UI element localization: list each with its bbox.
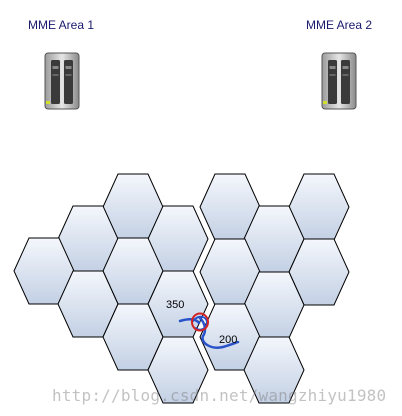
mme-area-2-label: MME Area 2 [306,18,373,32]
mme-server-1-icon [44,52,80,110]
watermark-text: http://blog.csdn.net/wangzhiyu1980 [52,386,387,405]
handover-value-right: 200 [219,334,238,346]
hex-cells [13,173,350,404]
cell-hexagon [147,336,209,404]
handover-value-left: 350 [166,299,185,311]
mme-area-1-label: MME Area 1 [28,18,95,32]
mme-server-2-icon [321,52,357,110]
boundary-circle [191,312,209,332]
cell-hexagon [243,336,305,404]
